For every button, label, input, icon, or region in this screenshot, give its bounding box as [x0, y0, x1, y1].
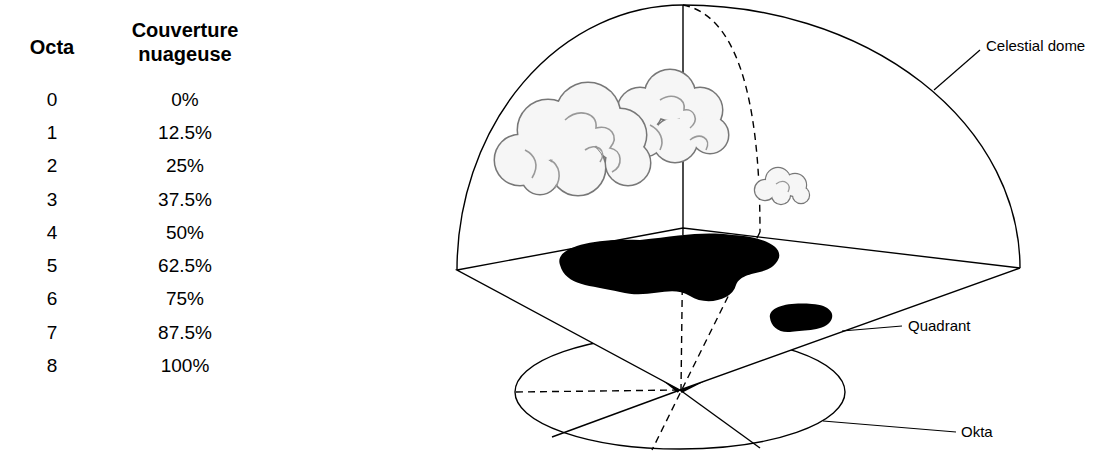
okta-division: [680, 390, 760, 448]
table-cell: 1: [47, 122, 58, 145]
dome-outline: [683, 5, 1020, 268]
table-cell: 12.5%: [158, 122, 212, 145]
table-cell: 37.5%: [158, 189, 212, 212]
dome-outline: [457, 5, 683, 270]
cloud-shadow: [559, 234, 832, 333]
table-cell: 8: [47, 355, 58, 378]
shadow-large: [559, 234, 779, 302]
table-cell: 87.5%: [158, 322, 212, 345]
callout-label: Quadrant: [908, 317, 971, 335]
table-cell: 2: [47, 155, 58, 178]
table-cell: 0%: [171, 89, 198, 112]
callout-label: Celestial dome: [986, 37, 1085, 55]
table-cell: 0: [47, 89, 58, 112]
quadrant-outline: [457, 228, 1020, 390]
callout-label: Okta: [961, 423, 993, 441]
celestial-dome: [457, 5, 1020, 270]
okta-division: [516, 390, 680, 392]
table-cell: 75%: [166, 288, 204, 311]
table-cell: 6: [47, 288, 58, 311]
table-cell: 7: [47, 322, 58, 345]
okta-division: [552, 390, 680, 437]
leader-line: [842, 326, 902, 331]
table-header: Couverture nuageuse: [110, 18, 260, 66]
table-cell: 5: [47, 255, 58, 278]
table-cell: 100%: [161, 355, 210, 378]
table-cell: 3: [47, 189, 58, 212]
table-cell: 50%: [166, 222, 204, 245]
leader-line: [823, 421, 956, 432]
table-cell: 62.5%: [158, 255, 212, 278]
table-header: Octa: [30, 35, 74, 59]
table-cell: 4: [47, 222, 58, 245]
leader-lines: [823, 50, 980, 432]
cloud: [755, 168, 809, 204]
shadow-small: [770, 304, 832, 333]
table-cell: 25%: [166, 155, 204, 178]
cloud: [495, 83, 650, 195]
leader-line: [934, 50, 980, 90]
quadrant-plane: [457, 228, 1020, 450]
